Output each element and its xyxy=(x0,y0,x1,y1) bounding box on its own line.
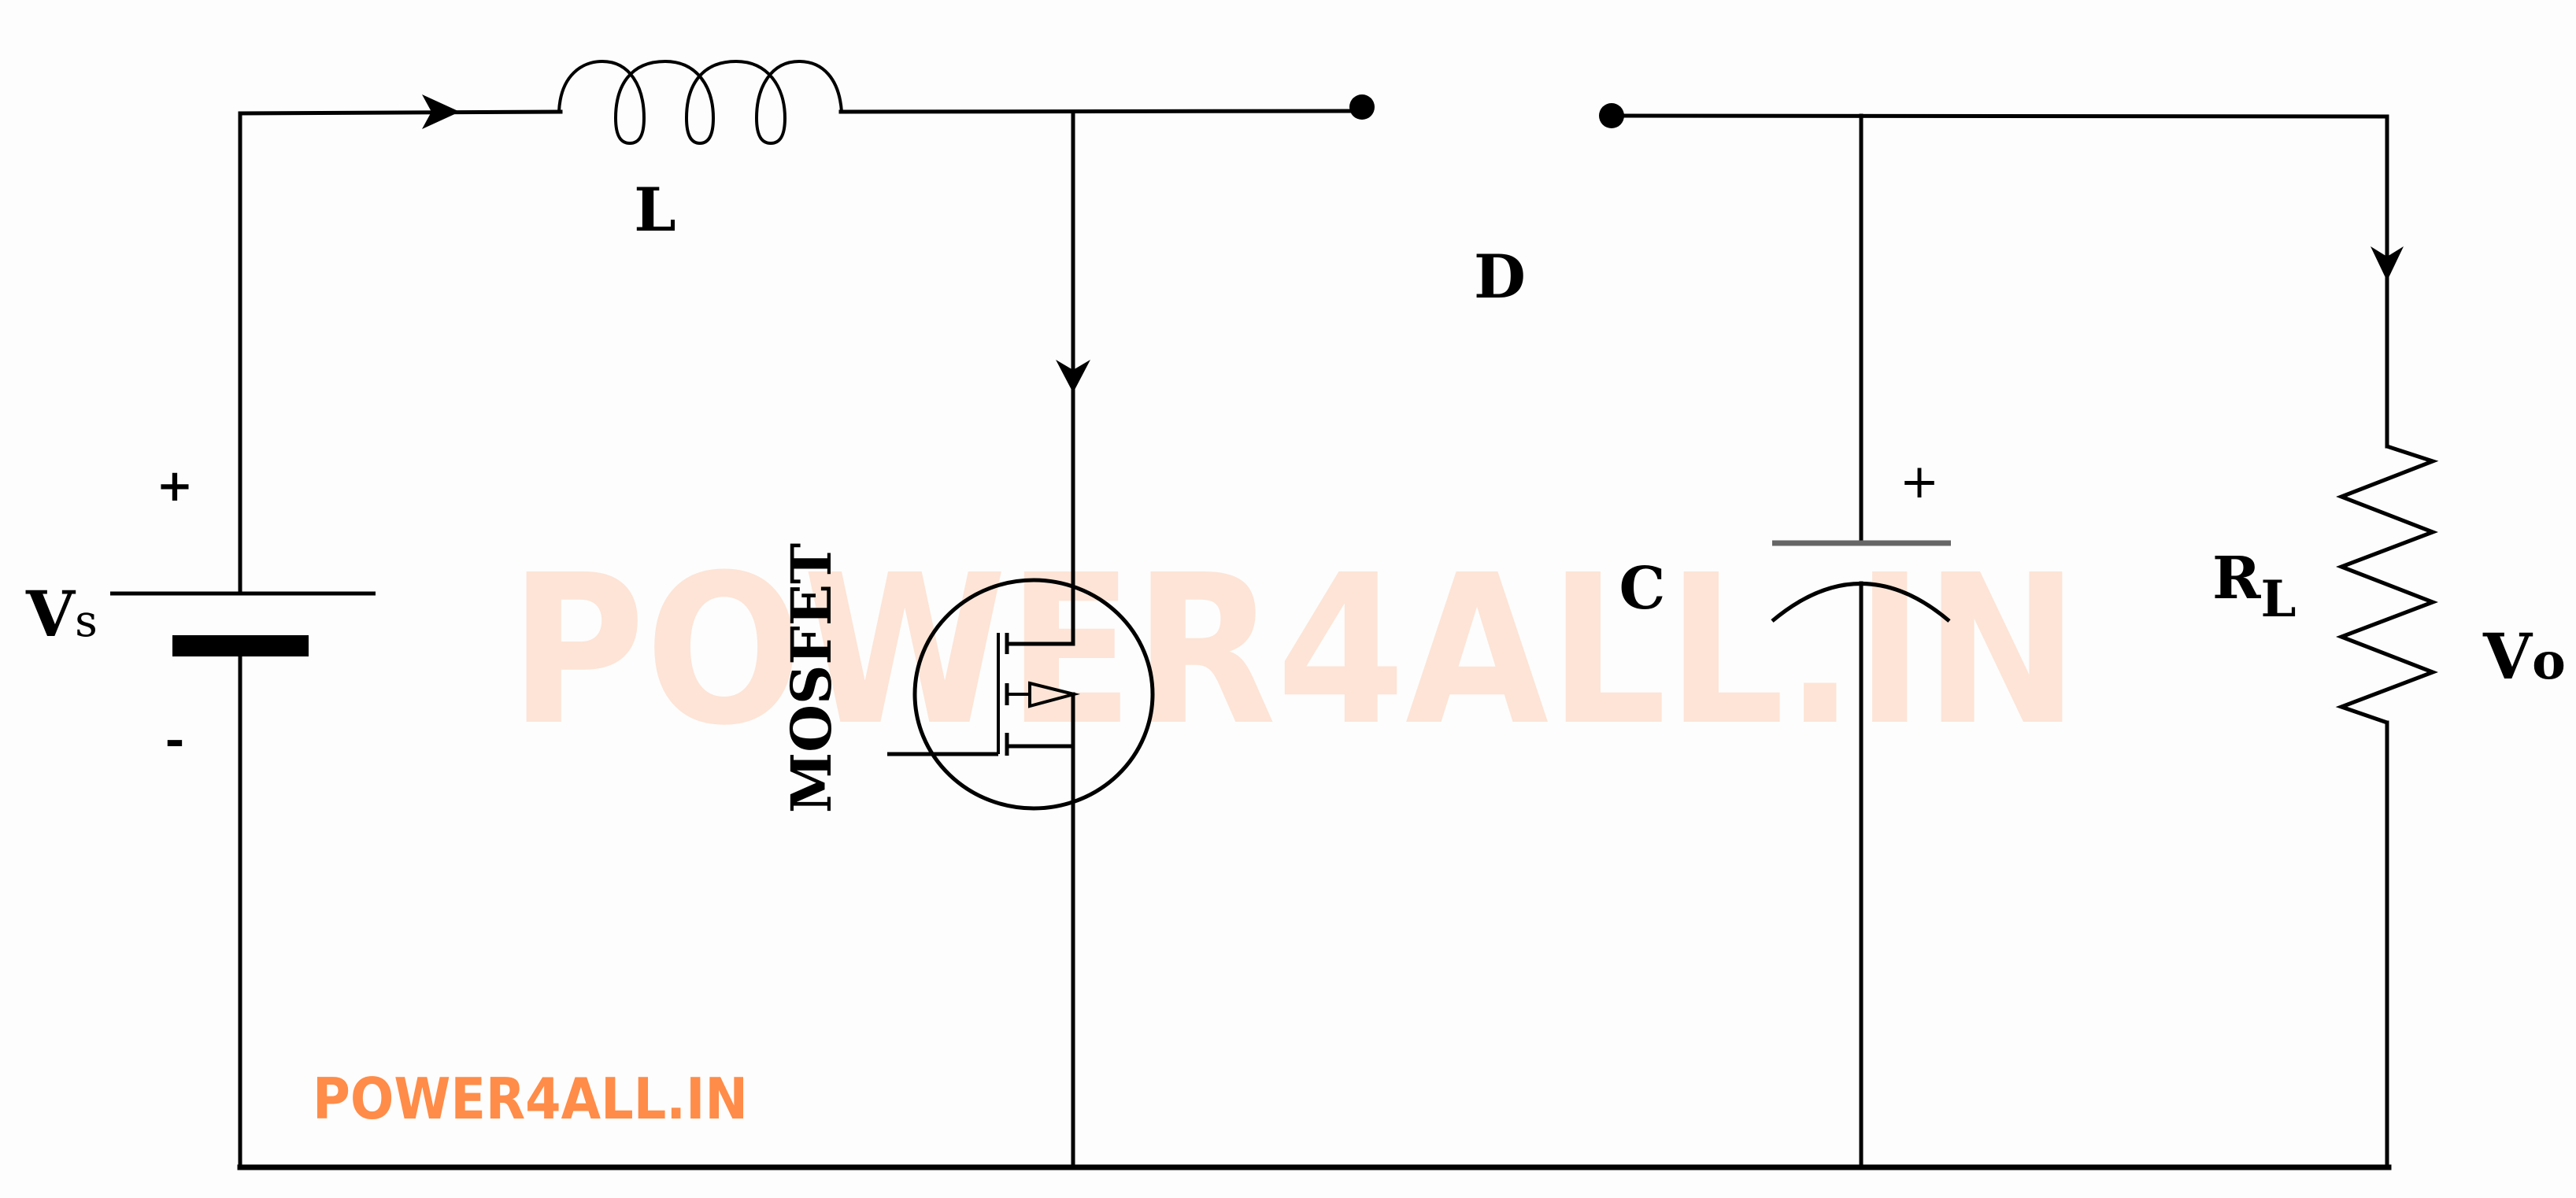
mosfet-symbol xyxy=(887,578,1155,811)
current-arrow-down-load-icon xyxy=(2371,246,2404,281)
capacitor-label: C xyxy=(1619,555,1666,623)
dc-source-vs xyxy=(110,591,376,656)
vo-v: V xyxy=(2482,619,2533,693)
load-resistor-zigzag-icon xyxy=(2335,444,2439,725)
capacitor-symbol xyxy=(1771,540,1951,623)
source-plus-sign: + xyxy=(157,460,194,512)
source-minus-sign: - xyxy=(165,712,185,767)
inductor-coil-icon xyxy=(557,59,843,146)
source-label-vs: Vs xyxy=(25,577,98,651)
output-voltage-label-vo: Vo xyxy=(2482,619,2566,693)
inductor-label: L xyxy=(634,175,675,245)
vo-o: o xyxy=(2532,632,2566,691)
diode-cathode-dot xyxy=(1599,103,1624,128)
rl-r: R xyxy=(2212,545,2261,612)
rl-l: L xyxy=(2261,570,2297,629)
vs-s: s xyxy=(75,596,98,647)
diode-anode-dot xyxy=(1349,94,1375,120)
load-label-rl: RL xyxy=(2212,545,2297,629)
current-arrow-down-mosfet-icon xyxy=(1056,360,1090,393)
watermark-small: POWER4ALL.IN xyxy=(313,1066,748,1132)
mosfet-body-arrow-icon xyxy=(1028,681,1080,708)
vs-v: V xyxy=(25,577,76,651)
watermark-large: POWER4ALL.IN xyxy=(509,531,2079,771)
mosfet-label: MOSFET xyxy=(779,543,844,813)
capacitor-plus-sign: + xyxy=(1900,454,1939,509)
current-arrow-right-icon xyxy=(422,94,460,129)
diode-label: D xyxy=(1474,242,1526,312)
